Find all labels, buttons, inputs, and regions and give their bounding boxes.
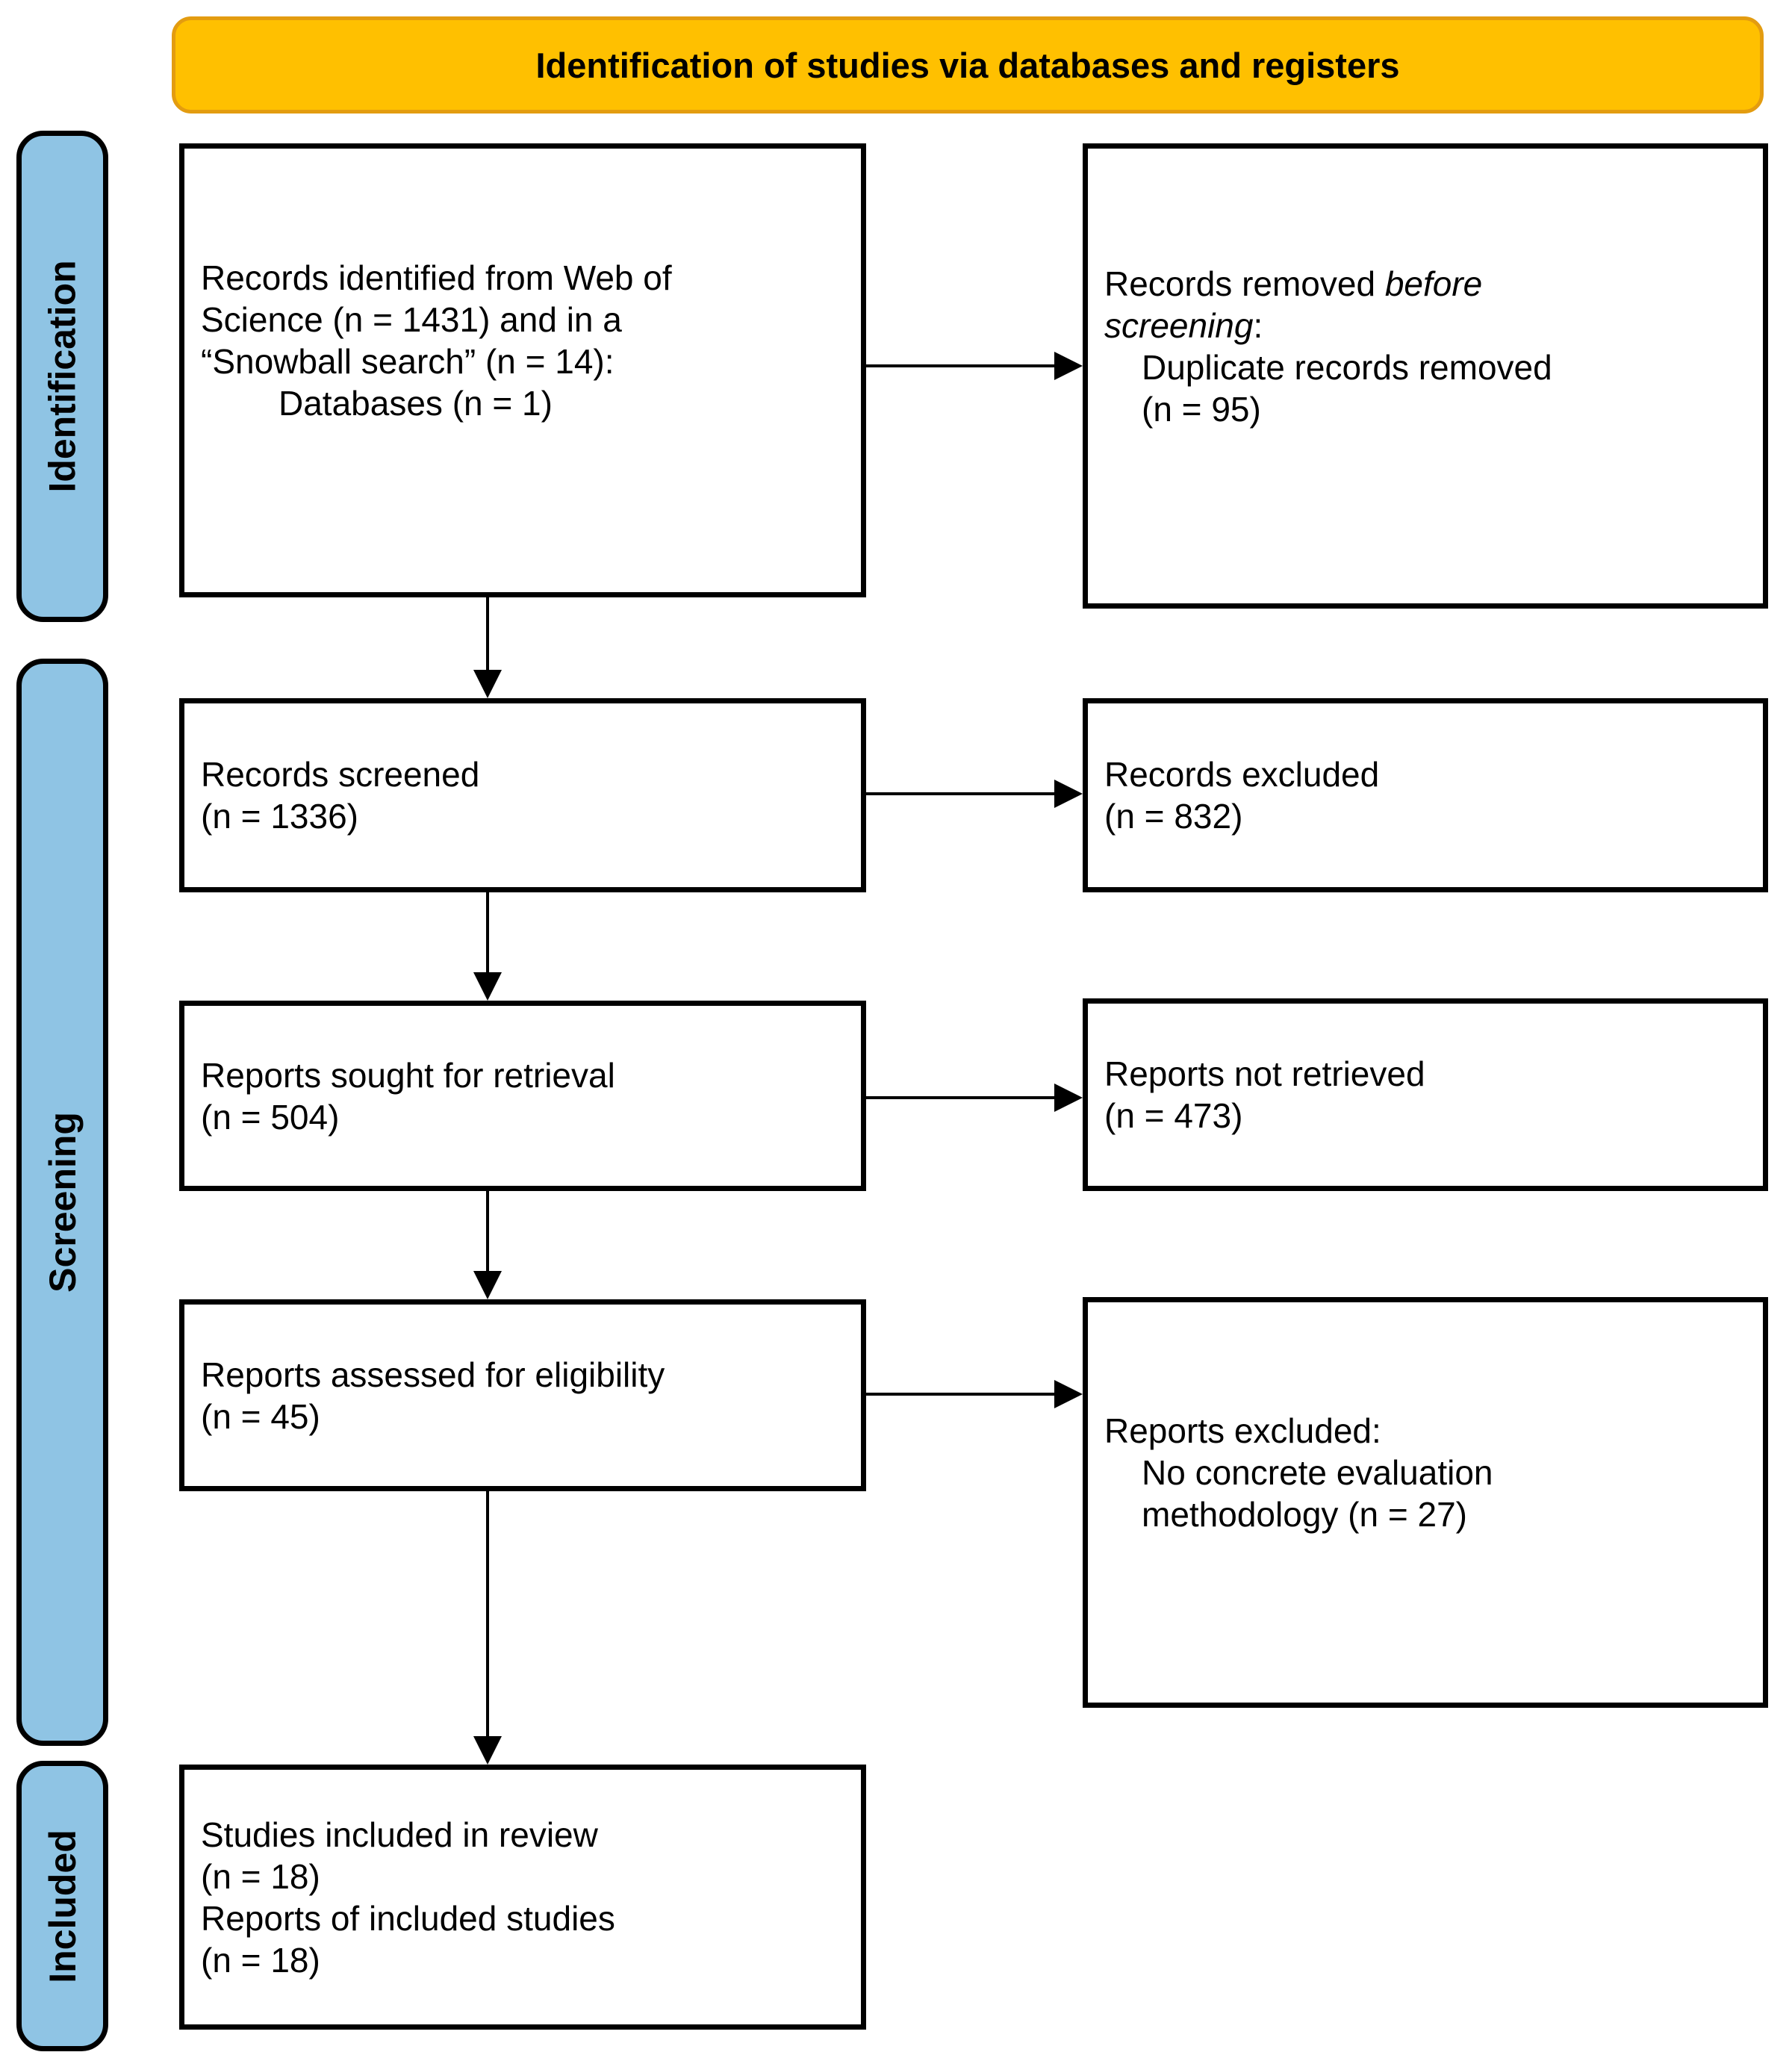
box-text-line: Reports excluded:: [1104, 1411, 1381, 1450]
stage-bar-identification: Identification: [16, 131, 108, 622]
arrowhead-down: [473, 1271, 502, 1299]
box-text-segment: Records removed: [1104, 264, 1385, 303]
box-text-line: Duplicate records removed: [1142, 347, 1552, 387]
box-text-segment-italic: screening: [1104, 305, 1254, 345]
arrowhead-right: [1054, 1380, 1083, 1408]
box-text-line: “Snowball search” (n = 14):: [201, 342, 615, 381]
stage-label-identification: Identification: [41, 260, 84, 493]
arrow-down-identified-to-screened: [486, 597, 489, 672]
box-reports-assessed: Reports assessed for eligibility (n = 45…: [179, 1299, 866, 1491]
box-text-line: (n = 18): [201, 1856, 320, 1896]
arrowhead-right: [1054, 780, 1083, 808]
box-studies-included: Studies included in review (n = 18) Repo…: [179, 1765, 866, 2030]
box-text-line: Science (n = 1431) and in a: [201, 300, 622, 339]
arrow-down-sought-to-assessed: [486, 1191, 489, 1273]
box-text-line: Reports not retrieved: [1104, 1054, 1425, 1093]
box-text-segment: :: [1253, 305, 1263, 345]
arrow-right-sought-to-not-retrieved: [866, 1096, 1057, 1099]
stage-label-screening: Screening: [41, 1112, 84, 1293]
box-text-line: methodology (n = 27): [1142, 1495, 1467, 1534]
arrow-right-identified-to-removed: [866, 364, 1057, 367]
stage-label-included: Included: [41, 1829, 84, 1983]
box-text-line: (n = 95): [1142, 389, 1261, 429]
arrowhead-down: [473, 670, 502, 698]
stage-bar-included: Included: [16, 1761, 108, 2051]
box-text-line: Reports sought for retrieval: [201, 1055, 615, 1095]
arrowhead-right: [1054, 1084, 1083, 1112]
arrow-down-assessed-to-included: [486, 1491, 489, 1738]
box-text-line: Records screened: [201, 755, 480, 794]
box-text-line: Reports assessed for eligibility: [201, 1355, 665, 1394]
box-reports-sought: Reports sought for retrieval (n = 504): [179, 1001, 866, 1191]
box-text-line: (n = 832): [1104, 797, 1243, 836]
box-text-line: (n = 18): [201, 1940, 320, 1980]
box-text-line: (n = 504): [201, 1097, 340, 1137]
box-records-removed-before-screening: Records removed before screening: Duplic…: [1083, 143, 1768, 609]
box-reports-excluded: Reports excluded: No concrete evaluation…: [1083, 1297, 1768, 1708]
box-text-line: Records removed before: [1104, 263, 1751, 305]
box-reports-not-retrieved: Reports not retrieved (n = 473): [1083, 998, 1768, 1191]
header-banner: Identification of studies via databases …: [172, 16, 1764, 114]
box-text-line: Reports of included studies: [201, 1898, 615, 1938]
box-text-line: (n = 1336): [201, 797, 358, 836]
arrow-right-assessed-to-reports-excluded: [866, 1393, 1057, 1396]
box-records-excluded: Records excluded (n = 832): [1083, 698, 1768, 892]
box-text-line: (n = 473): [1104, 1096, 1243, 1135]
box-text-line: Studies included in review: [201, 1815, 598, 1854]
stage-bar-screening: Screening: [16, 659, 108, 1746]
box-text-segment-italic: before: [1384, 264, 1483, 303]
box-records-screened: Records screened (n = 1336): [179, 698, 866, 892]
box-text-line: Databases (n = 1): [279, 384, 553, 423]
arrowhead-down: [473, 1736, 502, 1765]
header-title: Identification of studies via databases …: [535, 45, 1400, 85]
arrow-right-screened-to-excluded: [866, 792, 1057, 795]
box-text-line: Records excluded: [1104, 755, 1380, 794]
arrowhead-right: [1054, 352, 1083, 380]
box-text-line: Records identified from Web of: [201, 258, 672, 297]
arrow-down-screened-to-sought: [486, 892, 489, 974]
box-text-line: No concrete evaluation: [1142, 1453, 1493, 1492]
box-text-line: screening:: [1104, 305, 1751, 346]
box-text-line: (n = 45): [201, 1396, 320, 1436]
box-records-identified: Records identified from Web of Science (…: [179, 143, 866, 597]
arrowhead-down: [473, 972, 502, 1001]
